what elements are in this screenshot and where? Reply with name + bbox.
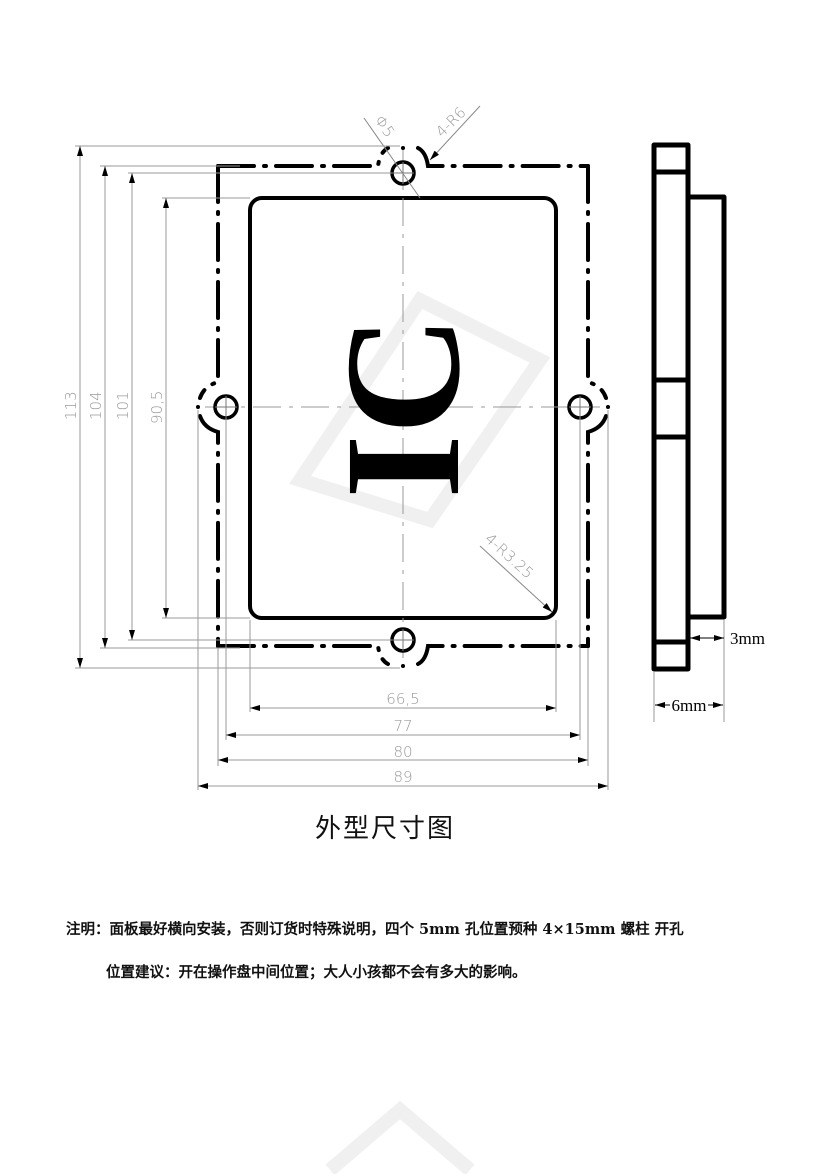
dim-101: 101 — [114, 391, 132, 420]
vertical-dimension-lines — [75, 145, 400, 669]
dim-113: 113 — [62, 391, 80, 420]
dim-3mm: 3mm — [730, 629, 765, 648]
horizontal-dimension-lines — [197, 410, 609, 790]
note-line-1: 注明：面板最好横向安装，否则订货时特殊说明，四个 5mm 孔位置预种 4×15m… — [66, 921, 684, 938]
panel-label: IC — [311, 315, 494, 498]
side-view — [651, 142, 727, 672]
dim-90-5: 90,5 — [148, 391, 166, 424]
center-lines — [205, 150, 600, 660]
watermark — [288, 290, 551, 1174]
drawing-caption: 外型尺寸图 — [314, 814, 455, 844]
corner-radius-callout: 4-R3.25 — [481, 530, 537, 583]
note-line-2: 位置建议：开在操作盘中间位置；大人小孩都不会有多大的影响。 — [106, 964, 527, 981]
lug-radius-callout: 4-R6 — [432, 103, 469, 140]
dim-80: 80 — [393, 743, 412, 761]
mounting-plate-outline — [198, 146, 608, 666]
dim-104: 104 — [87, 391, 105, 420]
hole-diameter-callout: Φ5 — [371, 112, 399, 141]
dim-66-5: 66,5 — [386, 690, 419, 708]
dim-89: 89 — [393, 768, 412, 786]
dim-6mm: 6mm — [672, 696, 707, 715]
front-view: IC Φ5 4-R6 4-R3.25 113 104 101 90,5 — [62, 103, 610, 790]
side-view-dimensions — [653, 620, 725, 722]
dim-77: 77 — [393, 717, 412, 735]
